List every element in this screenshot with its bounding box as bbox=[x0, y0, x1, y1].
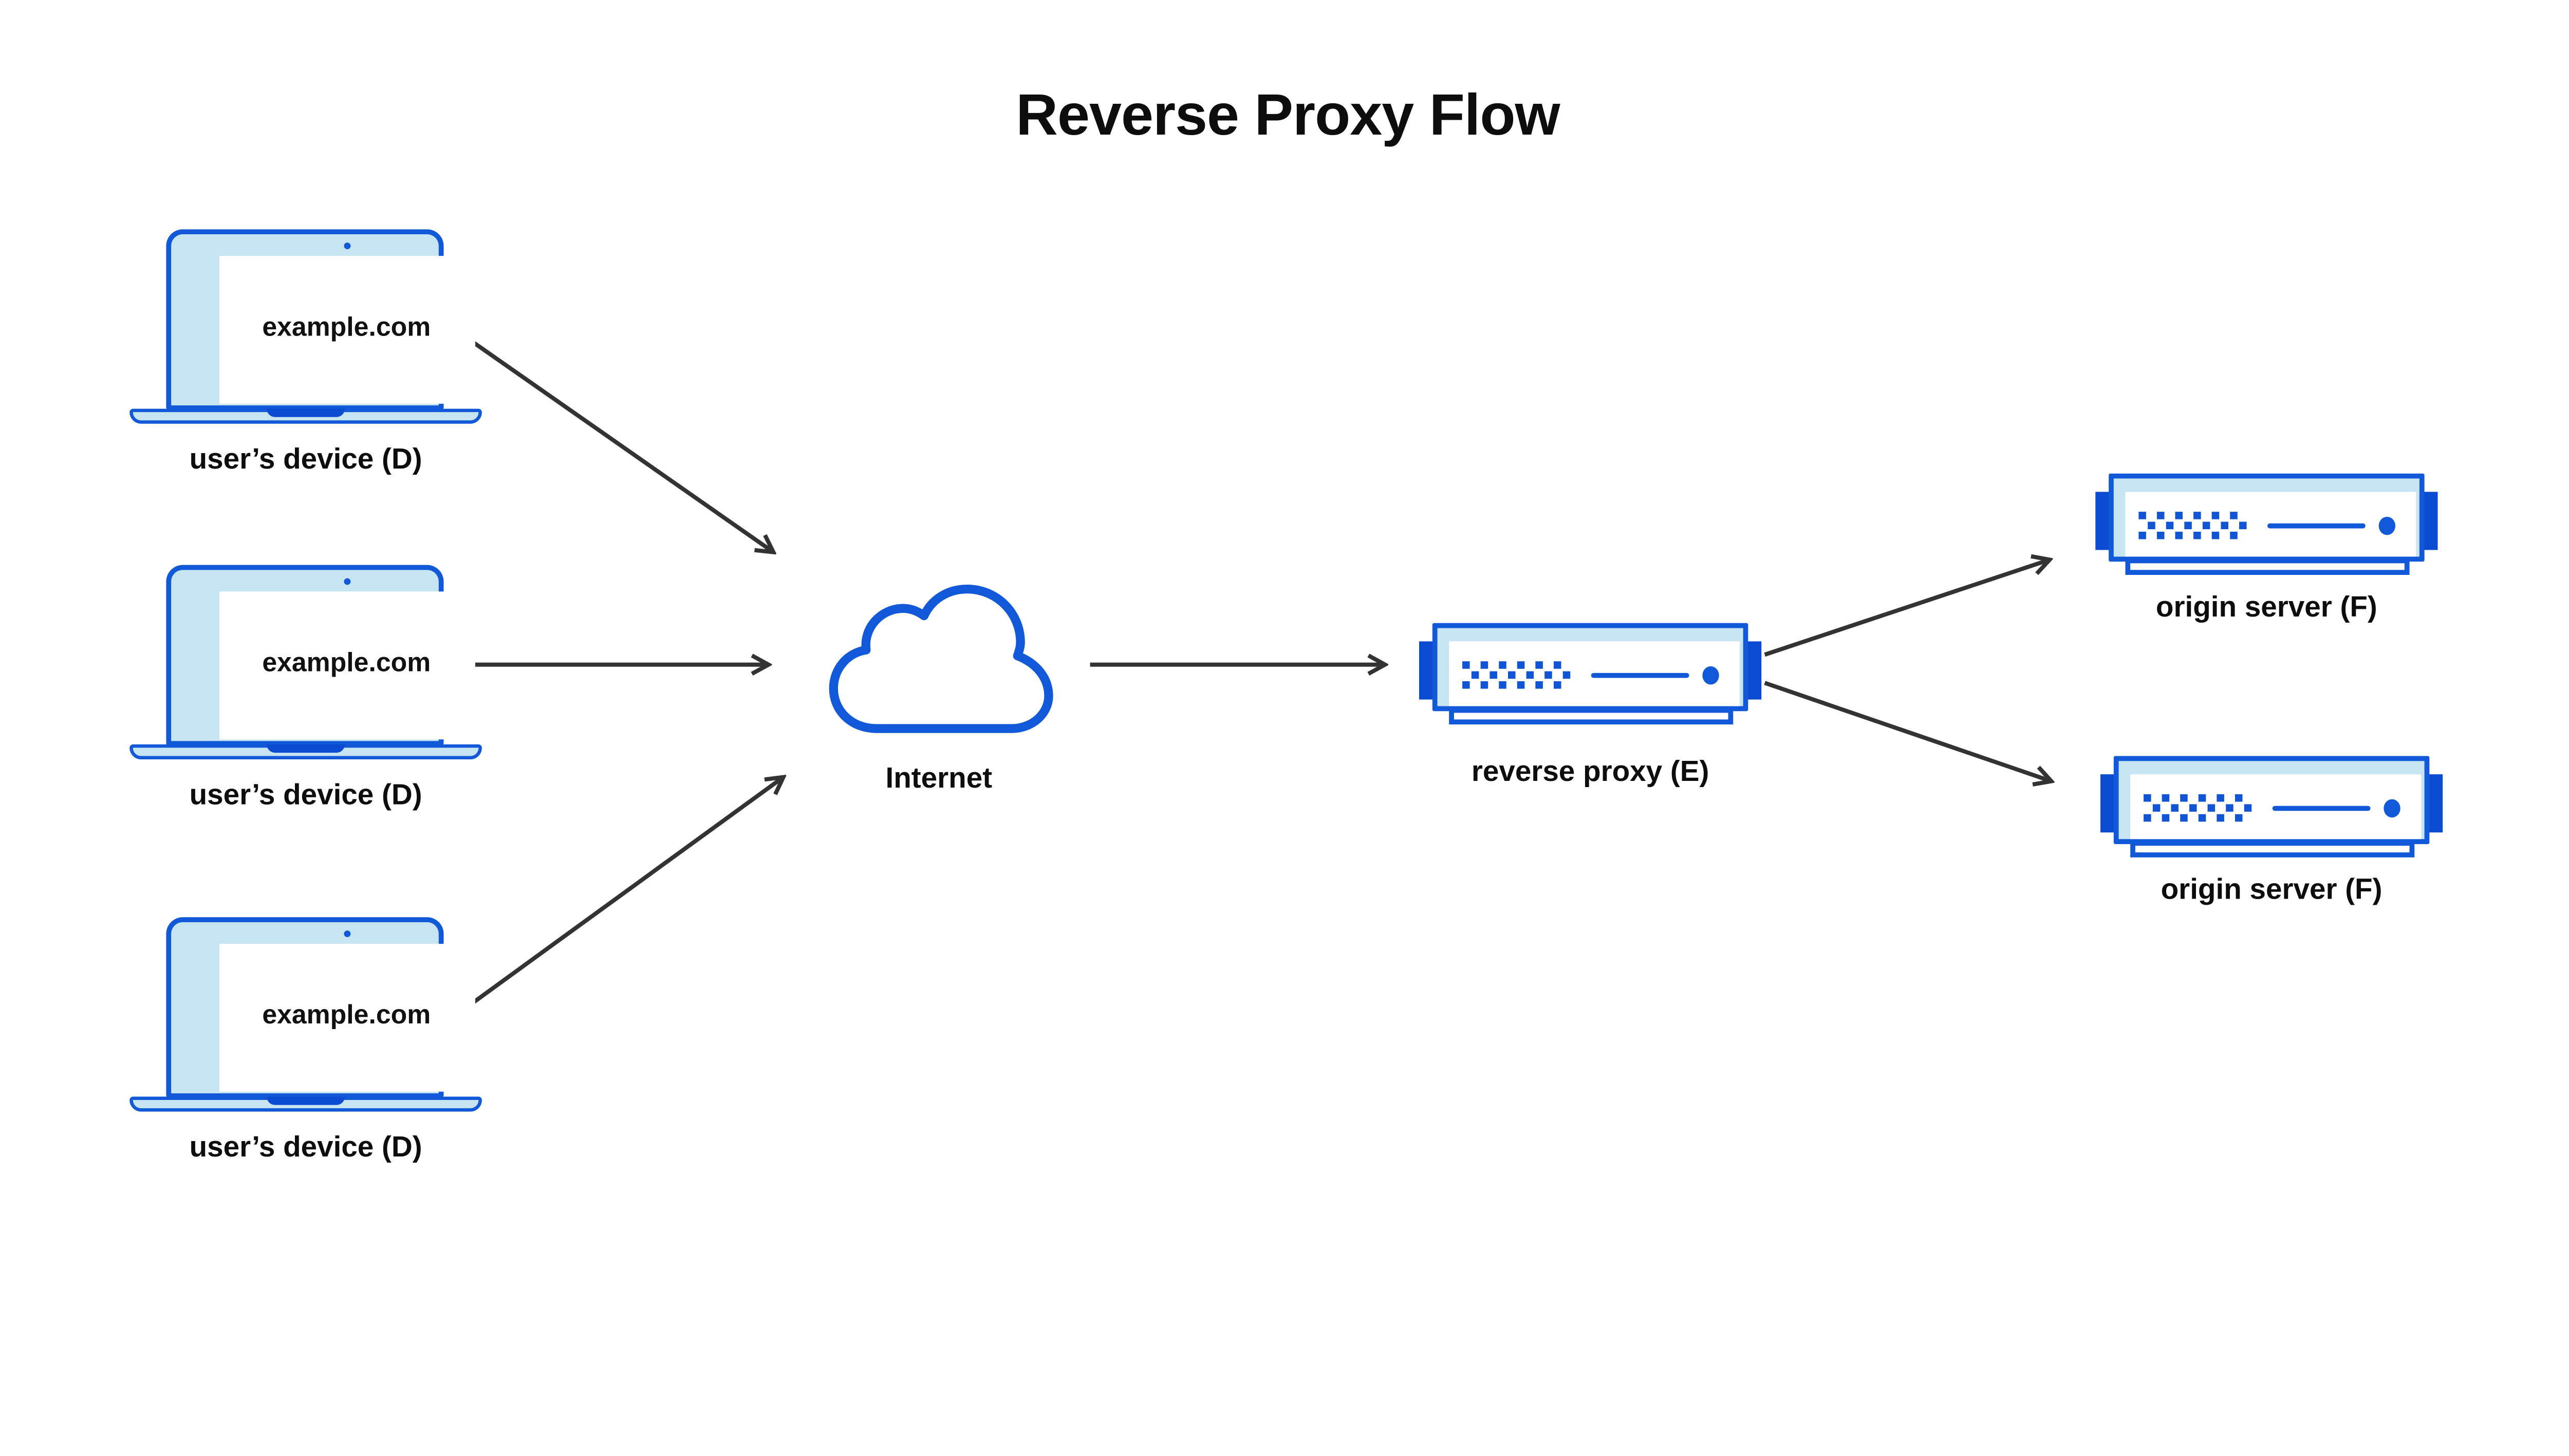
cloud-icon bbox=[829, 584, 1053, 733]
server-icon bbox=[2113, 756, 2430, 844]
server-led-icon bbox=[2384, 799, 2400, 818]
reverse-proxy-label: reverse proxy (E) bbox=[1471, 754, 1709, 788]
server-led-icon bbox=[2378, 516, 2396, 535]
arrow-device1-to-internet bbox=[445, 322, 773, 552]
origin-server-2-label: origin server (F) bbox=[2161, 872, 2382, 906]
vent-dots-icon bbox=[2138, 512, 2247, 539]
screen-url-text: example.com bbox=[262, 650, 431, 679]
laptop-screen: example.com bbox=[218, 943, 475, 1092]
origin-server-2-node: origin server (F) bbox=[2100, 756, 2443, 906]
page-title: Reverse Proxy Flow bbox=[1016, 83, 1560, 148]
laptop-screen: example.com bbox=[218, 590, 475, 740]
laptop-base-notch bbox=[267, 1096, 345, 1105]
vent-dots-icon bbox=[1462, 661, 1571, 689]
internet-node: Internet bbox=[814, 578, 1064, 794]
server-front-panel bbox=[2125, 492, 2416, 557]
server-led-icon bbox=[1702, 666, 1719, 685]
camera-dot-icon bbox=[343, 929, 350, 937]
reverse-proxy-node: reverse proxy (E) bbox=[1419, 623, 1762, 788]
user-device-3: example.com user’s device (D) bbox=[129, 917, 482, 1183]
server-icon bbox=[1432, 623, 1748, 712]
arrow-device3-to-internet bbox=[440, 778, 783, 1027]
server-front-panel bbox=[2130, 774, 2422, 839]
diagram-canvas: Reverse Proxy Flow example.com user’s de… bbox=[129, 83, 2569, 1183]
laptop-base-notch bbox=[267, 744, 345, 752]
vent-dots-icon bbox=[2144, 794, 2252, 822]
laptop-icon: example.com bbox=[166, 917, 475, 1098]
device-caption: user’s device (D) bbox=[189, 1130, 422, 1163]
arrow-proxy-to-origin1 bbox=[1764, 560, 2049, 657]
laptop-base-notch bbox=[267, 408, 345, 417]
server-panel-art bbox=[1462, 661, 1719, 689]
laptop-screen: example.com bbox=[218, 255, 475, 404]
flow-arrows bbox=[440, 322, 2569, 1027]
arrow-proxy-to-origin2 bbox=[1764, 681, 2051, 781]
origin-server-1-label: origin server (F) bbox=[2155, 590, 2377, 623]
user-device-2: example.com user’s device (D) bbox=[129, 565, 482, 831]
user-device-1: example.com user’s device (D) bbox=[129, 229, 482, 495]
laptop-icon: example.com bbox=[166, 229, 475, 410]
diagram-scaler: Reverse Proxy Flow example.com user’s de… bbox=[129, 83, 2569, 1183]
server-panel-art bbox=[2138, 512, 2396, 539]
server-panel-art bbox=[2144, 794, 2400, 822]
camera-dot-icon bbox=[343, 241, 350, 249]
internet-label: Internet bbox=[885, 761, 993, 794]
laptop-icon: example.com bbox=[166, 565, 475, 746]
device-caption: user’s device (D) bbox=[189, 777, 422, 811]
server-front-panel bbox=[1449, 641, 1740, 706]
device-caption: user’s device (D) bbox=[189, 442, 422, 475]
origin-server-1-node: origin server (F) bbox=[2095, 473, 2438, 623]
screen-url-text: example.com bbox=[262, 314, 431, 343]
screen-url-text: example.com bbox=[262, 1002, 431, 1031]
server-icon bbox=[2109, 473, 2425, 562]
camera-dot-icon bbox=[343, 577, 350, 584]
